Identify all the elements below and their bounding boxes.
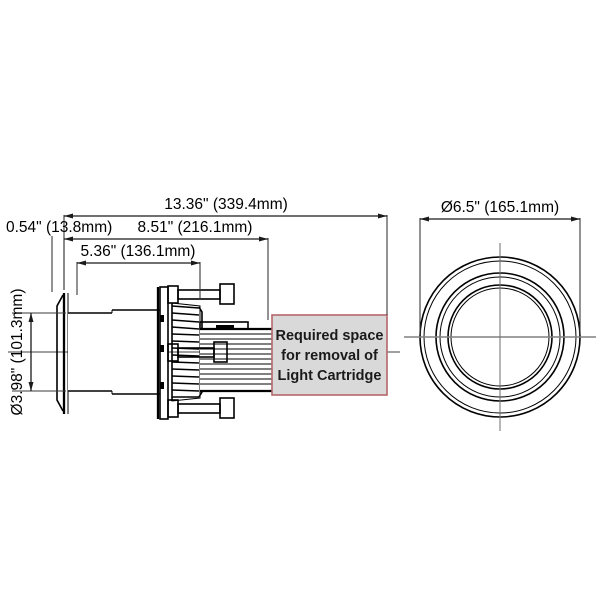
front-circular-view: Ø6.5" (165.1mm) <box>404 199 596 431</box>
callout-line-1: Required space <box>276 328 384 344</box>
plate-detail-upper <box>160 315 164 322</box>
dim-face-arrow-right <box>571 216 580 222</box>
mounting-plate <box>156 286 169 420</box>
fin-lines <box>171 305 200 398</box>
upper-bolt-nut <box>219 283 235 305</box>
dim-overall-arrow-right <box>378 213 387 219</box>
dim-face-label: Ø6.5" (165.1mm) <box>441 199 559 216</box>
dim-body-arrow-left <box>64 236 73 242</box>
mounting-plate-fill <box>160 287 168 419</box>
cartridge-collar-detail <box>216 325 234 328</box>
upper-bolt-shank <box>177 289 221 300</box>
callout-line-2: for removal of <box>281 348 378 364</box>
dim-body-length: 8.51" (216.1mm) <box>63 219 269 320</box>
cartridge-collar <box>199 321 249 330</box>
lower-bolt-shank <box>177 403 221 414</box>
plate-detail-mid <box>160 345 164 352</box>
upper-bolt <box>167 283 235 305</box>
side-view-dimensions: 13.36" (339.4mm) 8.51" (216.1mm) 0.54" (… <box>6 196 388 416</box>
can-body-fill <box>68 313 160 391</box>
upper-bolt-head <box>167 285 179 304</box>
dim-body-diameter: Ø3.98" (101.3mm) <box>9 289 66 416</box>
required-space-callout: Required space for removal of Light Cart… <box>271 314 388 396</box>
dim-flange-label: 0.54" (13.8mm) <box>6 219 112 236</box>
dim-body-arrow-right <box>259 236 268 242</box>
lower-bolt-nut <box>219 397 235 419</box>
dim-face-arrow-left <box>420 216 429 222</box>
callout-box <box>271 314 388 396</box>
dim-diameter-label: Ø3.98" (101.3mm) <box>9 289 26 416</box>
dim-mid-label: 5.36" (136.1mm) <box>81 243 196 260</box>
dim-diameter-arrow-top <box>28 313 34 322</box>
callout-line-3: Light Cartridge <box>278 368 382 384</box>
heat-sink-fins <box>171 302 203 402</box>
dim-overall-label: 13.36" (339.4mm) <box>164 196 288 213</box>
dim-overall-arrow-left <box>64 213 73 219</box>
flange-lip-profile <box>56 294 64 412</box>
dim-mid-arrow-right <box>191 260 200 266</box>
dim-mid-arrow-left <box>77 260 86 266</box>
plate-detail-lower <box>160 382 164 389</box>
middle-bolt <box>167 341 228 363</box>
dim-face-diameter: Ø6.5" (165.1mm) <box>419 199 581 335</box>
dim-flange-thickness: 0.54" (13.8mm) <box>6 219 112 292</box>
mounting-flange <box>56 293 69 414</box>
middle-bolt-nut <box>213 341 228 363</box>
lower-bolt <box>167 397 235 419</box>
can-body <box>68 309 160 395</box>
dim-diameter-arrow-bottom <box>28 382 34 391</box>
dim-mid-length: 5.36" (136.1mm) <box>76 243 201 300</box>
dim-body-label: 8.51" (216.1mm) <box>138 219 253 236</box>
lower-bolt-head <box>167 399 179 418</box>
